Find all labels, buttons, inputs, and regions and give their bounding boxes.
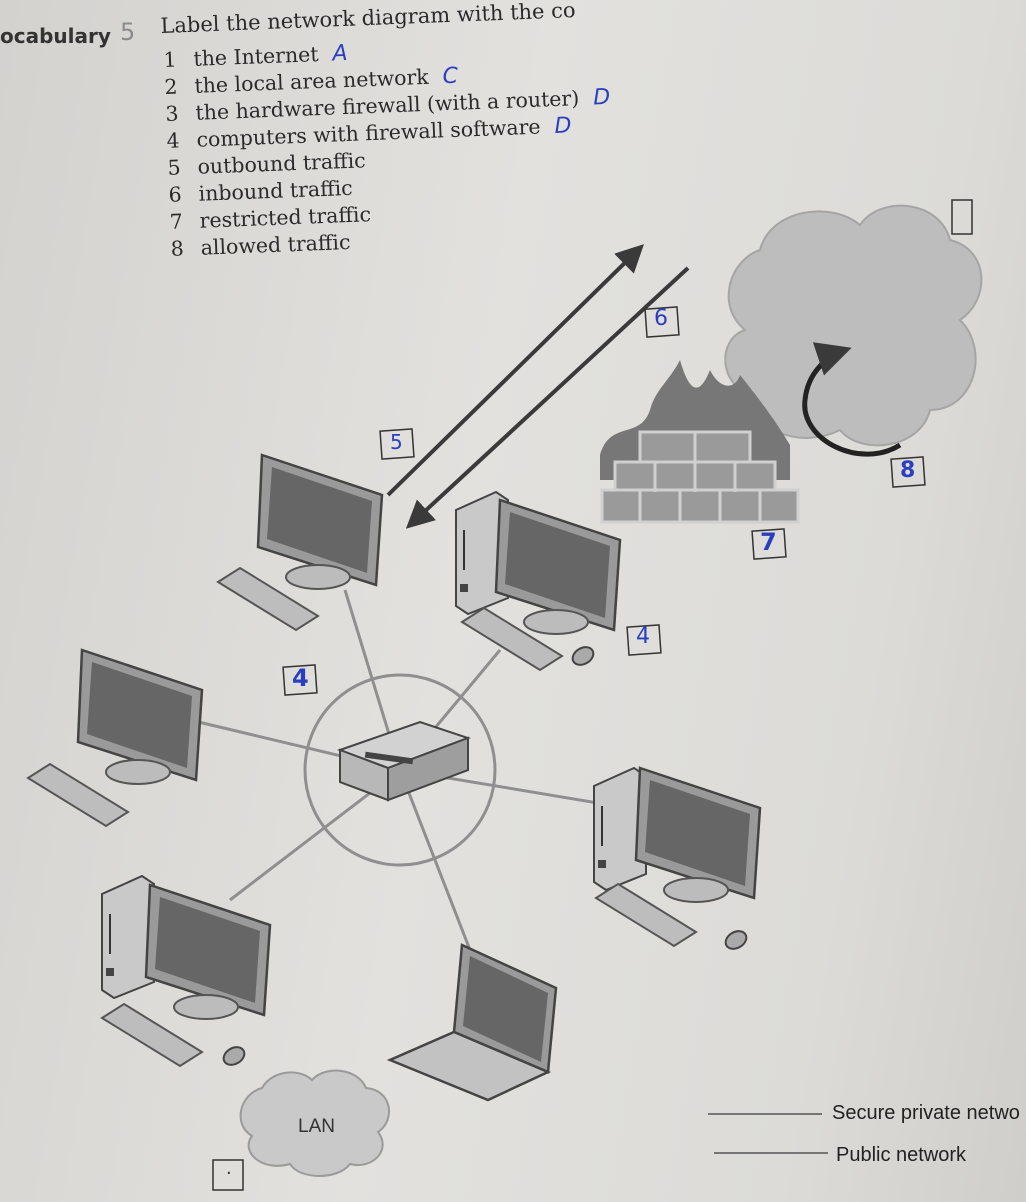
router-circle xyxy=(303,673,497,867)
internet-cloud xyxy=(724,204,983,447)
restricted-answer: 7 xyxy=(760,528,777,556)
computer-bottom-left xyxy=(101,875,272,1070)
lan-answer-box xyxy=(212,1159,244,1191)
section-heading: ocabulary xyxy=(0,24,111,48)
router-answer-box xyxy=(282,664,318,696)
allowed-answer-box xyxy=(890,456,926,488)
outbound-traffic-arrow xyxy=(386,244,644,497)
lan-cloud xyxy=(239,1069,390,1177)
inbound-traffic-arrow xyxy=(405,266,690,529)
exercise-number: 5 xyxy=(120,18,136,46)
allowed-answer: 8 xyxy=(900,458,916,483)
legend-secure-label: Secure private netwo xyxy=(832,1102,1020,1124)
computer-top-center xyxy=(455,491,622,671)
inbound-answer: 6 xyxy=(654,306,668,331)
inbound-answer-box xyxy=(644,306,680,338)
lan-cloud-label: LAN xyxy=(298,1116,335,1137)
computer-right xyxy=(593,766,762,954)
computers-answer: 4 xyxy=(636,624,650,649)
lan-answer: . xyxy=(226,1158,232,1179)
internet-answer-box xyxy=(951,199,973,235)
outbound-answer: 5 xyxy=(390,430,403,454)
computer-top-left xyxy=(217,453,384,631)
laptop-bottom xyxy=(386,943,558,1102)
computer-left xyxy=(27,648,204,827)
firewall-wall xyxy=(600,430,800,524)
router-device xyxy=(337,720,471,802)
router-answer: 4 xyxy=(292,664,309,692)
outbound-answer-box xyxy=(379,428,415,460)
restricted-answer-box xyxy=(751,528,787,560)
allowed-traffic-arrow xyxy=(802,342,902,457)
legend-public-label: Public network xyxy=(836,1144,967,1166)
computers-answer-box xyxy=(626,624,662,656)
